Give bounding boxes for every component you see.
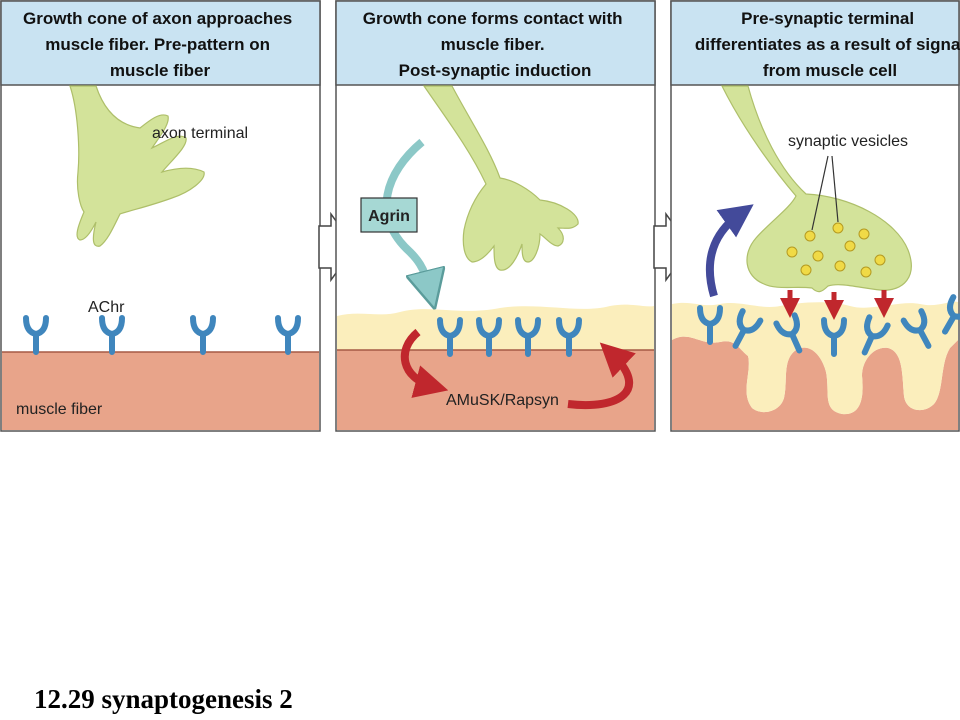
achr-label: AChr (88, 299, 125, 316)
axon-terminal-growth-cone (69, 85, 205, 247)
muscle-fiber-folds (672, 336, 958, 430)
panel-3-title: Pre-synaptic terminal differentiates as … (695, 9, 960, 80)
synaptogenesis-figure: Growth cone of axon approaches muscle fi… (0, 0, 960, 432)
panel-1-header (0, 0, 321, 86)
amusk-rapsyn-label: AMuSK/Rapsyn (446, 392, 559, 409)
amusk-arrow-right (567, 342, 636, 409)
synaptic-vesicles-label: synaptic vesicles (788, 133, 908, 150)
muscle-fiber-label: muscle fiber (16, 401, 103, 418)
muscle-fiber (2, 352, 319, 430)
vesicle-pointer (811, 155, 829, 231)
synaptic-vesicles (786, 222, 886, 278)
panel-2-header (335, 0, 656, 86)
retrograde-signal-arrow (705, 204, 754, 298)
panel-3-header (670, 0, 960, 86)
panel-1-title: Growth cone of axon approaches muscle fi… (23, 9, 297, 80)
muscle-fiber (337, 350, 654, 430)
presynaptic-terminal (721, 85, 912, 293)
growth-cone (422, 85, 579, 271)
agrin-box (360, 197, 418, 233)
agrin-label: Agrin (368, 208, 410, 225)
agrin-arrow (382, 138, 430, 290)
panel-3: Pre-synaptic terminal differentiates as … (670, 0, 960, 432)
panel-2: Growth cone forms contact with muscle fi… (335, 0, 656, 432)
panel-2-title: Growth cone forms contact with muscle fi… (363, 9, 627, 80)
amusk-arrow-left (400, 328, 449, 398)
panel-1: Growth cone of axon approaches muscle fi… (0, 0, 321, 432)
figure-caption: 12.29 synaptogenesis 2 (34, 684, 293, 714)
vesicle-pointer (831, 155, 839, 223)
axon-terminal-label: axon terminal (152, 125, 248, 142)
